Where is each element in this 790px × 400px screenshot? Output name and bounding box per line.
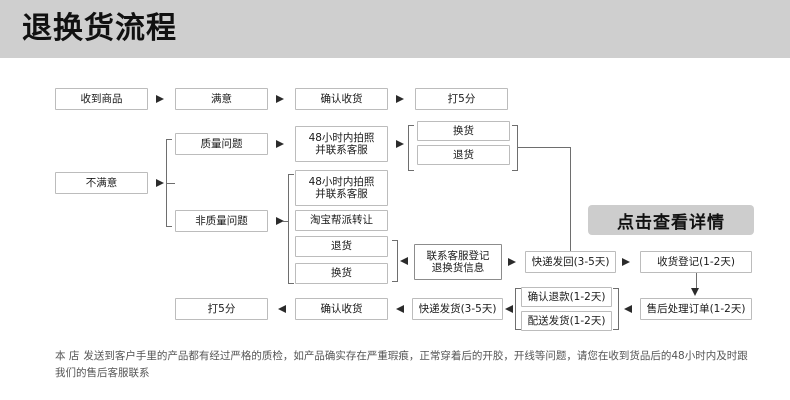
node-confirm-receipt-bottom[interactable]: 确认收货 (295, 298, 388, 320)
node-receive-register[interactable]: 收货登记(1-2天) (640, 251, 752, 273)
node-receive-goods[interactable]: 收到商品 (55, 88, 148, 110)
arrow-left-icon (396, 305, 404, 313)
connector-to-return-ship-h (518, 147, 571, 149)
node-line-2: 并联系客服 (315, 144, 368, 156)
bracket-outcomes-left (515, 288, 521, 330)
node-taobao-transfer[interactable]: 淘宝帮派转让 (295, 210, 388, 231)
arrow-right-icon (156, 179, 164, 187)
node-exchange-nonquality[interactable]: 换货 (295, 263, 388, 284)
node-return-nonquality[interactable]: 退货 (295, 236, 388, 257)
node-nonquality-photo-contact[interactable]: 48小时内拍照 并联系客服 (295, 170, 388, 206)
view-details-button[interactable]: 点击查看详情 (588, 205, 754, 235)
bracket-outcomes-right (613, 288, 619, 330)
node-unsatisfied[interactable]: 不满意 (55, 172, 148, 194)
node-delivery-ship[interactable]: 配送发货(1-2天) (521, 311, 612, 331)
node-line-1: 48小时内拍照 (308, 131, 375, 144)
node-line-2: 退换货信息 (431, 262, 485, 274)
node-line-2: 并联系客服 (315, 188, 368, 200)
node-line-1: 48小时内拍照 (308, 175, 375, 188)
arrow-left-icon (505, 305, 513, 313)
node-exchange-quality[interactable]: 换货 (417, 121, 510, 141)
bracket-nonquality-options (288, 174, 294, 284)
node-nonquality-issue[interactable]: 非质量问题 (175, 210, 268, 232)
footer-text: 发送到客户手里的产品都有经过严格的质检，如产品确实存在严重瑕痕，正常穿着后的开胶… (55, 350, 748, 379)
connector-unsatisfied (166, 183, 175, 185)
flowchart-canvas: 收到商品 满意 确认收货 打5分 不满意 质量问题 非质量问题 48小时内拍照 … (0, 58, 790, 400)
node-quality-issue[interactable]: 质量问题 (175, 133, 268, 155)
connector-nonquality (283, 221, 289, 223)
node-return-quality[interactable]: 退货 (417, 145, 510, 165)
connector-to-return-ship-v (570, 147, 572, 256)
arrow-right-icon (396, 95, 404, 103)
node-quality-photo-contact[interactable]: 48小时内拍照 并联系客服 (295, 126, 388, 162)
arrow-right-icon (508, 258, 516, 266)
arrow-left-icon (278, 305, 286, 313)
footer-prefix: 本 店 (55, 350, 80, 362)
node-aftersale-order[interactable]: 售后处理订单(1-2天) (640, 298, 752, 320)
node-line-1: 联系客服登记 (426, 249, 490, 262)
page-title: 退换货流程 (22, 11, 177, 46)
node-rate-5-top[interactable]: 打5分 (415, 88, 508, 110)
arrow-right-icon (276, 95, 284, 103)
bracket-exchange-return-left (408, 125, 414, 171)
node-satisfied[interactable]: 满意 (175, 88, 268, 110)
node-express-ship-out[interactable]: 快递发货(3-5天) (412, 298, 503, 320)
node-contact-service-register[interactable]: 联系客服登记 退换货信息 (414, 244, 502, 280)
node-express-return[interactable]: 快递发回(3-5天) (525, 251, 616, 273)
arrow-left-icon (400, 257, 408, 265)
arrow-right-icon (276, 217, 284, 225)
arrow-right-icon (622, 258, 630, 266)
bracket-return-exchange-right (392, 240, 398, 282)
node-rate-5-bottom[interactable]: 打5分 (175, 298, 268, 320)
bracket-exchange-return-right (512, 125, 518, 171)
footer-note: 本 店发送到客户手里的产品都有经过严格的质检，如产品确实存在严重瑕痕，正常穿着后… (55, 348, 755, 382)
arrow-down-icon (691, 288, 699, 296)
header-bar (0, 0, 790, 58)
node-confirm-refund[interactable]: 确认退款(1-2天) (521, 287, 612, 307)
arrow-right-icon (276, 140, 284, 148)
arrow-left-icon (624, 305, 632, 313)
node-confirm-receipt-top[interactable]: 确认收货 (295, 88, 388, 110)
arrow-right-icon (156, 95, 164, 103)
arrow-right-icon (396, 140, 404, 148)
connector-receive-to-aftersale (696, 273, 698, 290)
